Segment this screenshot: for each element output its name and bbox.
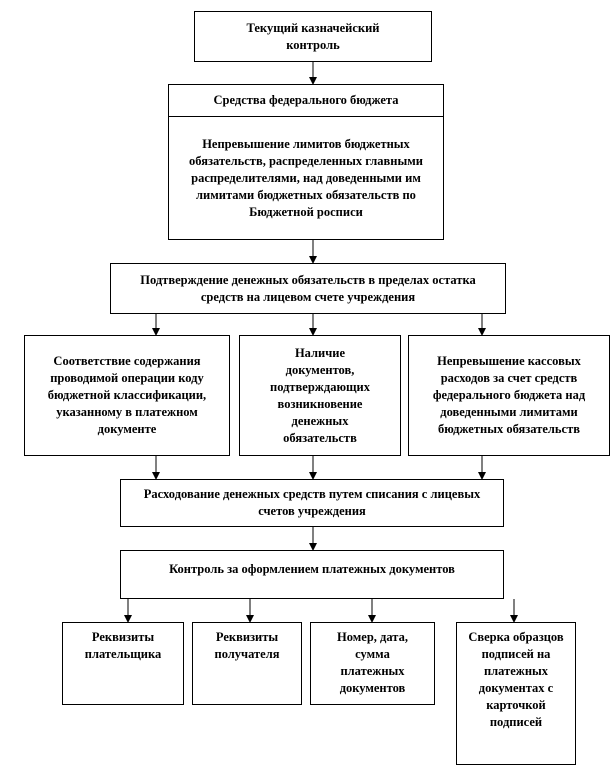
node-payment-docs-control-text: Контроль за оформлением платежных докуме… [169,562,455,576]
node-spending: Расходование денежных средств путем спис… [120,479,504,527]
node-number-date-sum: Номер, дата, сумма платежных документов [310,622,435,705]
node-federal-funds-group: Средства федерального бюджета Непревышен… [168,84,444,240]
node-documents-presence: Наличие документов, подтверждающих возни… [239,335,401,456]
node-signature-check-text: Сверка образцов подписей на платежных до… [468,630,564,729]
node-documents-presence-text: Наличие документов, подтверждающих возни… [270,345,370,445]
node-federal-funds: Средства федерального бюджета [169,85,443,117]
node-signature-check: Сверка образцов подписей на платежных до… [456,622,576,765]
node-cash-not-exceeded: Непревышение кассовых расходов за счет с… [408,335,610,456]
node-payer-details-text: Реквизиты плательщика [84,630,162,661]
node-payer-details: Реквизиты плательщика [62,622,184,705]
node-classification-match-text: Соответствие содержания проводимой опера… [47,354,207,436]
node-limits-not-exceeded-text: Непревышение лимитов бюджетных обязатель… [189,136,423,219]
node-recipient-details: Реквизиты получателя [192,622,302,705]
node-cash-not-exceeded-text: Непревышение кассовых расходов за счет с… [432,354,586,436]
node-confirmation: Подтверждение денежных обязательств в пр… [110,263,506,314]
node-current-control: Текущий казначейский контроль [194,11,432,62]
node-classification-match: Соответствие содержания проводимой опера… [24,335,230,456]
node-payment-docs-control: Контроль за оформлением платежных докуме… [120,550,504,599]
node-number-date-sum-text: Номер, дата, сумма платежных документов [337,630,408,695]
node-federal-funds-text: Средства федерального бюджета [213,93,399,107]
node-confirmation-text: Подтверждение денежных обязательств в пр… [140,272,476,304]
node-current-control-text: Текущий казначейский контроль [246,20,380,52]
node-limits-not-exceeded: Непревышение лимитов бюджетных обязатель… [169,117,443,239]
node-spending-text: Расходование денежных средств путем спис… [143,487,481,518]
node-recipient-details-text: Реквизиты получателя [214,630,280,661]
